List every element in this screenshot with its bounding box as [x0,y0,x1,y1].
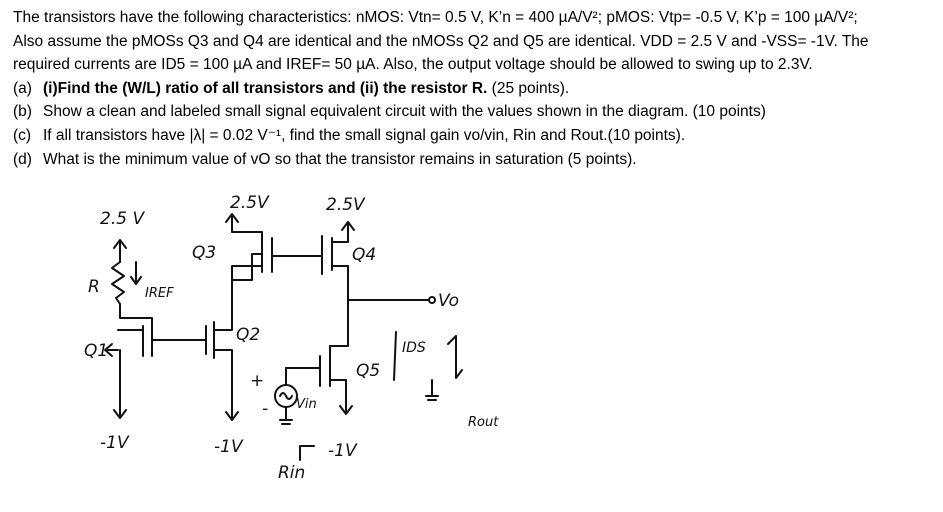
left-supply-arrow [113,239,127,263]
rout-label: Rout [468,415,499,430]
q3-label: Q3 [192,243,216,263]
q1-gate [117,325,144,357]
question-c: (c) If all transistors have |λ| = 0.02 V⁻… [13,124,933,148]
supply-right-label: 2.5V [326,195,366,215]
rin-label: Rin [278,463,305,483]
ids-arrow [455,335,463,379]
q4-label: Q4 [352,245,376,265]
vss-right-label: -1V [328,441,358,461]
output-terminal [428,296,436,304]
question-a-points: (25 points). [487,79,570,97]
question-b: (b) Show a clean and labeled small signal… [13,100,933,124]
ids-bracket [393,331,397,381]
problem-line-1: The transistors have the following chara… [13,9,858,26]
iref-label: IREF [145,286,174,301]
vin-wave [279,392,293,400]
q1-label: Q1 [84,341,108,361]
q2-drain [213,291,233,331]
question-b-text: Show a clean and labeled small signal eq… [43,103,766,121]
question-d-label: (d) [13,150,32,168]
resistor-r [111,261,125,305]
vss-left-label: -1V [100,433,130,453]
problem-statement: The transistors have the following chara… [13,6,933,171]
question-c-label: (c) [13,126,32,144]
q2-label: Q2 [236,325,260,345]
resistor-r-label: R [88,277,100,297]
q5-drain [329,299,349,361]
circuit-wires [104,213,463,461]
q3-source [231,231,263,243]
q3-supply-arrow [225,213,239,233]
q5-label: Q5 [356,361,380,381]
ids-head [447,335,457,345]
q1-drain-wire [119,303,153,331]
q1-source-wire [113,349,127,419]
q4-source [331,221,355,243]
question-d: (d) What is the minimum value of vO so th… [13,148,933,172]
vin-ground [279,406,293,425]
q4-drain [331,265,349,301]
iref-arrow [130,261,142,285]
problem-line-2: Also assume the pMOSs Q3 and Q4 are iden… [13,32,869,50]
question-a: (a) (i)Find the (W/L) ratio of all transi… [13,77,933,101]
rin-bracket [299,445,315,461]
question-b-label: (b) [13,103,32,121]
vss-mid-label: -1V [214,437,244,457]
q2-gate [205,321,215,359]
question-d-text: What is the minimum value of vO so that … [43,150,637,168]
question-c-text: If all transistors have |λ| = 0.02 V⁻¹, … [43,126,686,144]
q5-gate [285,355,321,387]
vin-plus-label: + [250,371,264,391]
vo-label: Vo [438,291,459,311]
q3-gate-wire [231,253,263,281]
question-a-label: (a) [13,79,32,97]
vin-minus-label: - [262,399,268,419]
supply-mid-label: 2.5V [230,193,270,213]
q1-arrow [104,343,119,357]
supply-left-label: 2.5 V [100,209,145,229]
rout-ground [425,379,439,401]
question-a-text: (i)Find the (W/L) ratio of all transisto… [43,79,488,97]
ids-label: IDS [402,340,426,356]
q5-source [329,379,353,415]
vin-label: Vin [296,397,317,412]
problem-line-3: required currents are ID5 = 100 µA and I… [13,56,813,74]
q2-source [213,349,239,421]
circuit-labels: 2.5 V 2.5V 2.5V R IREF Q1 Q2 Q3 Q4 Q5 Vo… [84,193,499,483]
